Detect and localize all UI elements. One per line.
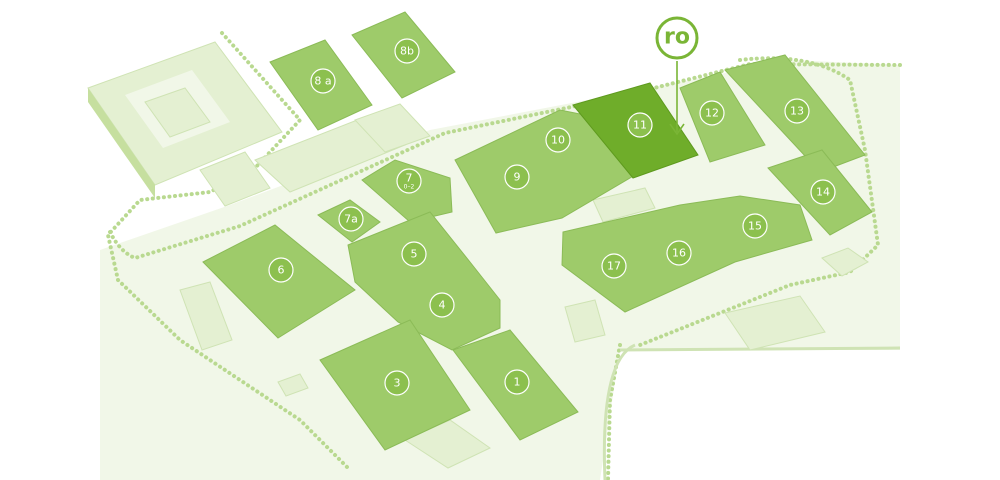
hall-badge-4[interactable]: 4: [429, 292, 455, 318]
foyer-block: [592, 187, 656, 223]
badge-label: 4: [439, 299, 446, 312]
hall-badge-8b[interactable]: 8b: [394, 38, 420, 64]
badge-label: 6: [278, 264, 285, 277]
badge-circle: [742, 213, 768, 239]
badge-label: 11: [633, 119, 647, 132]
badge-circle: [504, 369, 530, 395]
badge-circle: [627, 112, 653, 138]
badge-label: 16: [672, 247, 686, 260]
badge-label: 17: [607, 260, 621, 273]
badge-circle: [384, 370, 410, 396]
badge-circle: [784, 98, 810, 124]
badge-label: 3: [394, 377, 401, 390]
hall-badge-9[interactable]: 9: [504, 164, 530, 190]
hall-badge-11[interactable]: 11: [627, 112, 653, 138]
west-annex: [179, 281, 233, 351]
badge-circle: [429, 292, 455, 318]
hall-badge-5[interactable]: 5: [401, 241, 427, 267]
dotted-footpath-east: [638, 56, 881, 347]
badge-label: 7a: [344, 213, 358, 226]
badge-sublabel: 0–2: [404, 184, 415, 191]
hall-badge-12[interactable]: 12: [699, 100, 725, 126]
tower-building: [564, 299, 606, 343]
badge-label: 1: [514, 376, 521, 389]
badge-circle: [666, 240, 692, 266]
badge-label: 15: [748, 220, 762, 233]
access-road: [602, 343, 636, 480]
hall-badge-17[interactable]: 17: [601, 253, 627, 279]
badge-circle: [394, 38, 420, 64]
badge-label: 9: [514, 171, 521, 184]
administration-building: [87, 41, 283, 198]
badge-label: 12: [705, 107, 719, 120]
hall-badge-1[interactable]: 1: [504, 369, 530, 395]
hall-badge-7a[interactable]: 7a: [338, 206, 364, 232]
badge-circle: [699, 100, 725, 126]
badge-circle: [545, 127, 571, 153]
location-marker: ro: [655, 16, 699, 136]
logo-text: ro: [664, 25, 690, 50]
service-road: [619, 346, 901, 352]
hall-badge-13[interactable]: 13: [784, 98, 810, 124]
badge-circle: [268, 257, 294, 283]
hall-badge-6[interactable]: 6: [268, 257, 294, 283]
badge-label: 10: [551, 134, 565, 147]
arrow-down-icon: [669, 123, 685, 136]
kiosk-building: [277, 373, 309, 397]
hall-badge-10[interactable]: 10: [545, 127, 571, 153]
dotted-footpath-west: [105, 31, 352, 472]
parking-block: [199, 151, 271, 207]
ro-logo-icon: [655, 16, 699, 60]
badge-circle: [310, 68, 336, 94]
badge-label: 5: [411, 248, 418, 261]
badge-label: 8 a: [314, 75, 331, 88]
hall-badge-7[interactable]: 70–2: [396, 168, 422, 194]
service-building: [724, 295, 826, 351]
badge-circle: [401, 241, 427, 267]
east-gate-pavilion: [821, 247, 869, 277]
badge-circle: [504, 164, 530, 190]
hall-badge-15[interactable]: 15: [742, 213, 768, 239]
hall-5-4[interactable]: [347, 211, 501, 351]
hall-badge-14[interactable]: 14: [810, 179, 836, 205]
badge-circle: [396, 168, 422, 194]
hall-badge-8a[interactable]: 8 a: [310, 68, 336, 94]
badge-label: 7: [406, 172, 413, 185]
badge-label: 8b: [400, 45, 414, 58]
badge-circle: [338, 206, 364, 232]
badge-circle: [601, 253, 627, 279]
hall-badge-3[interactable]: 3: [384, 370, 410, 396]
hall-badge-16[interactable]: 16: [666, 240, 692, 266]
badge-circle: [810, 179, 836, 205]
badge-label: 14: [816, 186, 830, 199]
entrance-pavilion: [354, 103, 431, 153]
badge-label: 13: [790, 105, 804, 118]
